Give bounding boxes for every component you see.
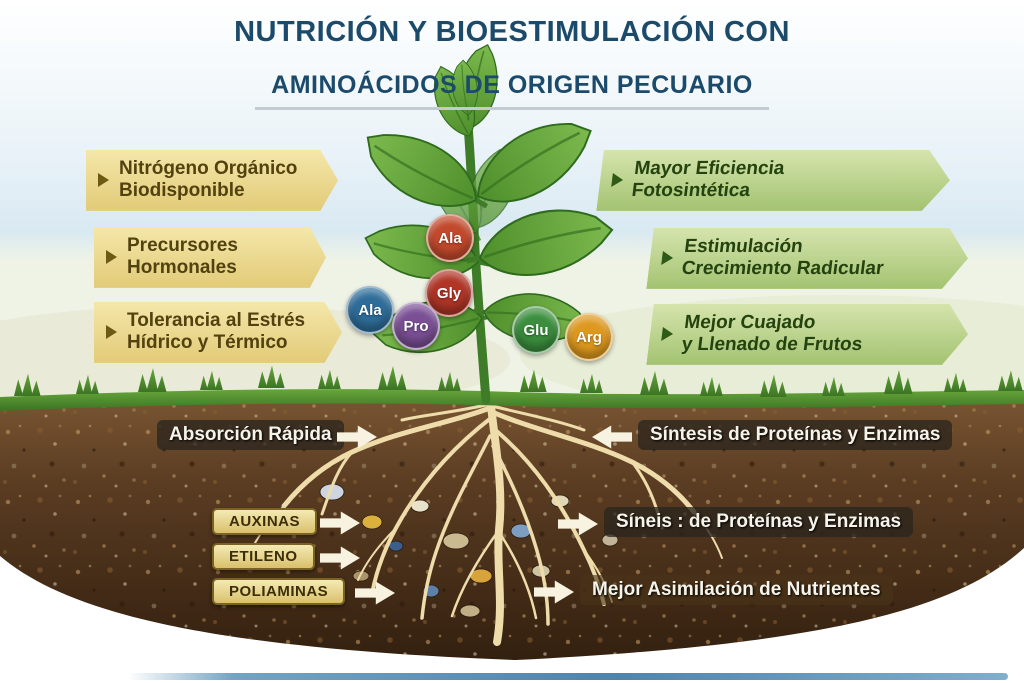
banner-line: y Llenado de Frutos	[680, 334, 864, 356]
banner-label: Nitrógeno Orgánico Biodisponible	[119, 158, 297, 203]
label-etileno: ETILENO	[212, 543, 315, 570]
page-title: NUTRICIÓN Y BIOESTIMULACIÓN CON AMINOÁCI…	[0, 16, 1024, 110]
arrow-left-sintesis-icon	[592, 424, 632, 450]
arrow-right-poliaminas-icon	[355, 581, 395, 605]
banner-line: Biodisponible	[119, 180, 245, 202]
amino-badge-ala-left: Ala	[346, 286, 394, 334]
label-asimilacion-nutrientes: Mejor Asimilación de Nutrientes	[580, 575, 893, 605]
arrow-right-sineis-icon	[558, 512, 598, 536]
banner-tolerancia-estres: Tolerancia al Estrés Hídrico y Térmico	[94, 302, 342, 363]
plant	[353, 38, 618, 405]
amino-label: Pro	[403, 317, 429, 335]
title-line-2: AMINOÁCIDOS DE ORIGEN PECUARIO	[255, 71, 769, 110]
banner-line: Crecimiento Radicular	[680, 258, 885, 280]
bullet-triangle-icon	[106, 325, 117, 340]
banner-crecimiento-radicular: Estimulación Crecimiento Radicular	[646, 228, 971, 289]
banner-line: Hormonales	[127, 257, 237, 279]
arrow-right-etileno-icon	[320, 546, 360, 570]
banner-label: Mejor Cuajado y Llenado de Frutos	[680, 312, 866, 357]
banner-line: Estimulación	[683, 236, 805, 257]
banner-label: Estimulación Crecimiento Radicular	[680, 236, 887, 281]
bottom-accent-line	[128, 673, 1008, 680]
bullet-triangle-icon	[106, 250, 117, 265]
banner-nitrogeno-organico: Nitrógeno Orgánico Biodisponible	[86, 150, 338, 211]
banner-eficiencia-fotosintetica: Mayor Eficiencia Fotosintética	[596, 150, 953, 211]
arrow-right-asimilacion-icon	[534, 580, 574, 604]
title-line-1: NUTRICIÓN Y BIOESTIMULACIÓN CON	[234, 16, 790, 48]
bullet-triangle-icon	[661, 251, 674, 265]
amino-label: Gly	[436, 284, 462, 302]
label-auxinas: AUXINAS	[212, 508, 318, 535]
bullet-triangle-icon	[611, 173, 624, 187]
banner-label: Tolerancia al Estrés Hídrico y Térmico	[127, 310, 305, 355]
bullet-triangle-icon	[98, 173, 109, 188]
amino-badge-pro: Pro	[392, 302, 440, 350]
amino-label: Ala	[358, 301, 382, 319]
banner-line: Mayor Eficiencia	[633, 158, 786, 179]
banner-line: Precursores	[127, 235, 238, 256]
label-sintesis-proteinas: Síntesis de Proteínas y Enzimas	[638, 420, 953, 450]
roots	[249, 392, 723, 646]
banner-line: Hídrico y Térmico	[127, 332, 288, 354]
banner-line: Tolerancia al Estrés	[127, 310, 306, 331]
amino-badge-glu: Glu	[512, 306, 560, 354]
banner-precursores-hormonales: Precursores Hormonales	[94, 227, 326, 288]
banner-cuajado-frutos: Mejor Cuajado y Llenado de Frutos	[646, 304, 971, 365]
amino-label: Arg	[576, 328, 602, 346]
arrow-right-auxinas-icon	[320, 511, 360, 535]
label-absorcion-rapida: Absorción Rápida	[157, 420, 344, 450]
amino-badge-ala-top: Ala	[426, 214, 474, 262]
label-sineis-proteinas: Síneis : de Proteínas y Enzimas	[604, 507, 914, 537]
amino-badge-arg: Arg	[565, 313, 613, 361]
banner-label: Precursores Hormonales	[127, 235, 238, 280]
label-poliaminas: POLIAMINAS	[212, 578, 346, 605]
grass	[0, 365, 1024, 411]
banner-line: Fotosintética	[630, 180, 752, 202]
amino-label: Glu	[523, 321, 549, 339]
banner-line: Nitrógeno Orgánico	[119, 158, 298, 179]
amino-label: Ala	[438, 229, 462, 247]
banner-label: Mayor Eficiencia Fotosintética	[630, 158, 785, 203]
banner-line: Mejor Cuajado	[683, 312, 817, 333]
bullet-triangle-icon	[661, 327, 674, 341]
